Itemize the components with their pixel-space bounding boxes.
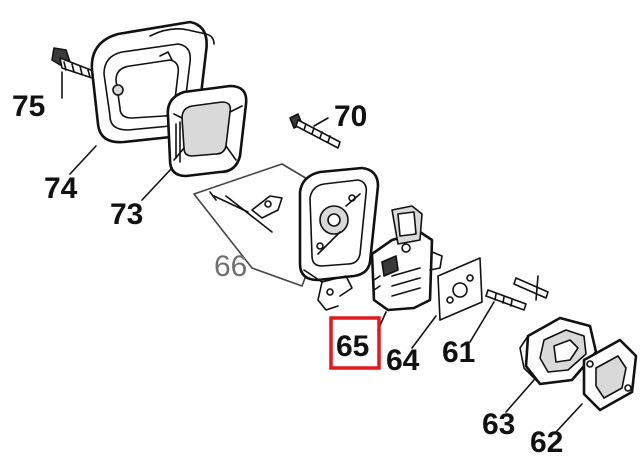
- label-73: 73: [110, 198, 143, 231]
- label-75: 75: [12, 90, 45, 123]
- part-66-base-plate[interactable]: [298, 166, 380, 282]
- label-65[interactable]: 65: [336, 330, 369, 363]
- part-63-intake-manifold[interactable]: [519, 316, 598, 386]
- leader-lines: [61, 71, 583, 433]
- label-64: 64: [386, 344, 420, 377]
- part-64-carburetor[interactable]: [370, 205, 443, 312]
- label-61: 61: [442, 336, 475, 369]
- label-74: 74: [44, 172, 78, 205]
- part-70-bolt[interactable]: [289, 113, 341, 149]
- label-66: 66: [214, 250, 247, 283]
- part-62-flange-gasket[interactable]: [582, 338, 638, 412]
- part-66-bracket[interactable]: [209, 191, 283, 219]
- part-65-linkage[interactable]: [303, 269, 353, 311]
- label-63: 63: [482, 408, 515, 441]
- part-61-gasket[interactable]: [437, 257, 483, 321]
- part-73-filter-element[interactable]: [166, 84, 248, 178]
- part-75-knob[interactable]: [51, 47, 99, 81]
- highlight-box-65: [329, 316, 381, 370]
- part-stud-bolts[interactable]: [485, 275, 549, 311]
- label-70: 70: [334, 100, 367, 133]
- label-62: 62: [530, 426, 563, 459]
